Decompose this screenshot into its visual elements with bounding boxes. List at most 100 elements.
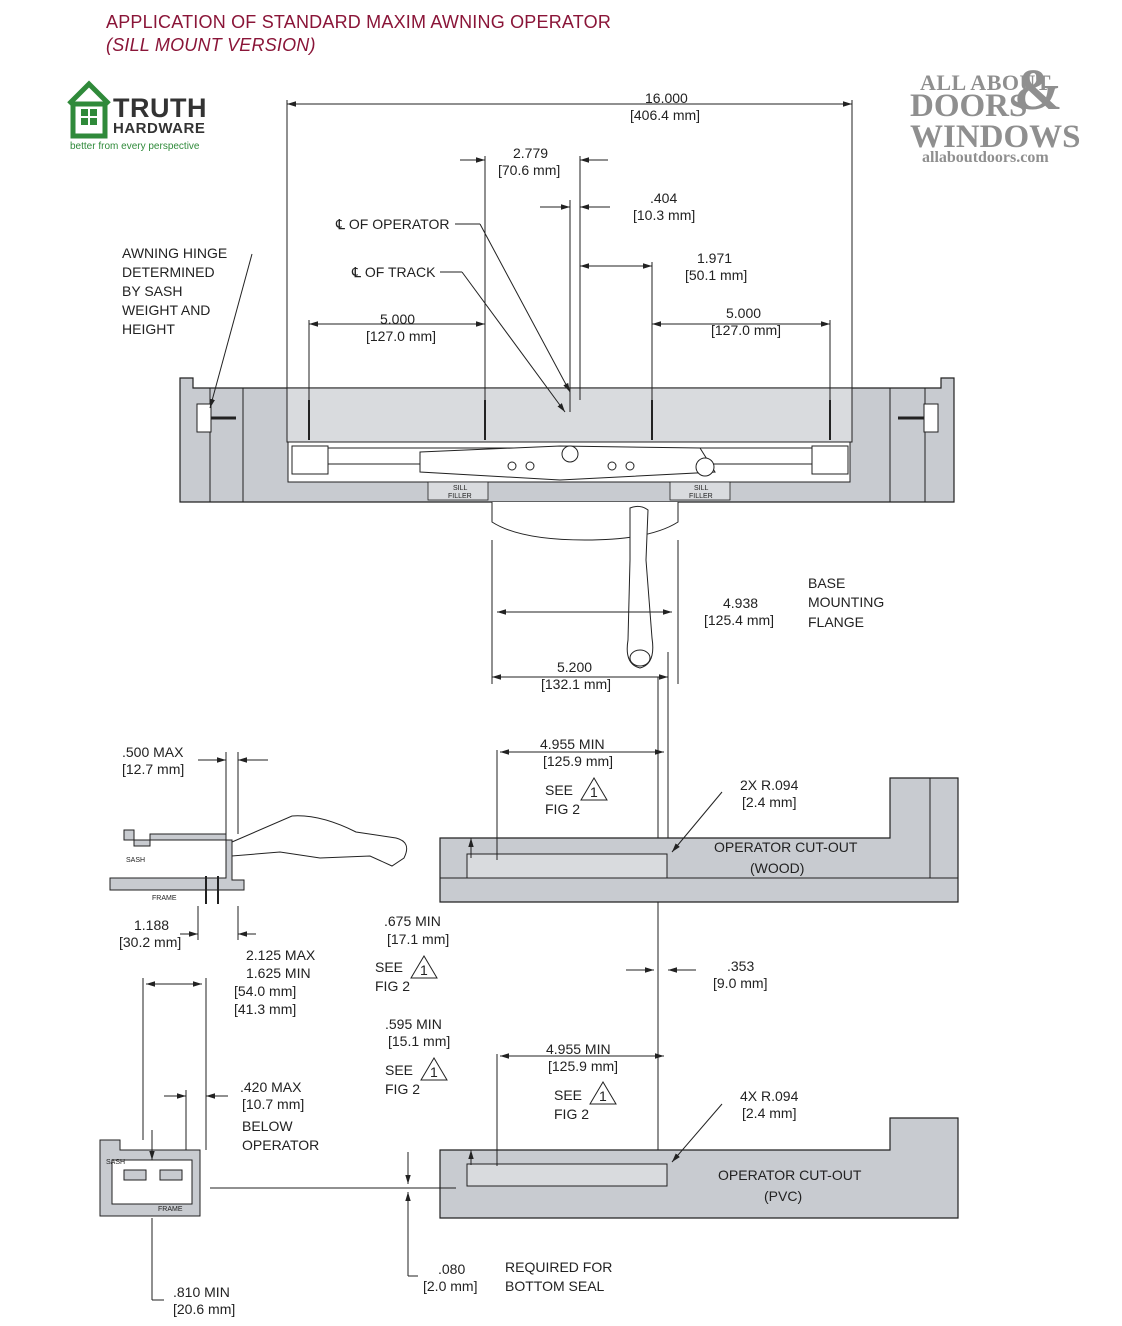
- see-fig2-c-see: SEE: [385, 1062, 413, 1078]
- note-number-c: 1: [430, 1064, 438, 1080]
- sash-label-handle: SASH: [126, 857, 145, 864]
- see-fig2-b-fig: FIG 2: [375, 978, 410, 994]
- see-fig2-d-fig: FIG 2: [554, 1106, 589, 1122]
- logo-word-hardware: HARDWARE: [113, 120, 206, 137]
- dim-2779-mm: [70.6 mm]: [498, 162, 560, 178]
- note-triangle-icon: [580, 777, 608, 801]
- watermark-url: allaboutdoors.com: [922, 149, 1049, 166]
- note-number-d: 1: [599, 1088, 607, 1104]
- dim-4938-value: 4.938: [723, 595, 758, 611]
- dim-810-value: .810 MIN: [173, 1284, 230, 1300]
- bottom-seal-line2: BOTTOM SEAL: [505, 1278, 605, 1294]
- dim-1188-value: 1.188: [134, 917, 169, 933]
- watermark-line2: DOORS: [910, 88, 1028, 124]
- pvc-side-detail: SASH FRAME: [99, 1139, 201, 1217]
- logo-house-icon: [67, 80, 111, 139]
- see-fig2-d-see: SEE: [554, 1087, 582, 1103]
- dim-500-mm: [12.7 mm]: [122, 761, 184, 777]
- dim-080-value: .080: [438, 1261, 465, 1277]
- see-fig2-a-fig: FIG 2: [545, 801, 580, 817]
- dim-4955b-mm: [125.9 mm]: [548, 1058, 618, 1074]
- cutout-wood-line1: OPERATOR CUT-OUT: [714, 839, 858, 855]
- dim-675-mm: [17.1 mm]: [387, 931, 449, 947]
- logo-word-truth: TRUTH: [113, 93, 207, 123]
- base-flange-line3: FLANGE: [808, 614, 864, 630]
- dim-1625-mm: [41.3 mm]: [234, 1001, 296, 1017]
- sill-filler-label-left-2: FILLER: [448, 493, 472, 500]
- dim-1188-mm: [30.2 mm]: [119, 934, 181, 950]
- dim-1971-mm: [50.1 mm]: [685, 267, 747, 283]
- dim-810-mm: [20.6 mm]: [173, 1301, 235, 1317]
- cutout-wood-line2: (WOOD): [750, 860, 804, 876]
- cutout-pvc-line2: (PVC): [764, 1188, 802, 1204]
- dim-500-value: .500 MAX: [122, 744, 184, 760]
- dim-16000-mm: [406.4 mm]: [630, 107, 700, 123]
- frame-label-handle: FRAME: [152, 895, 177, 902]
- note-triangle-icon: [420, 1057, 448, 1081]
- dim-420-below: BELOW: [242, 1118, 293, 1134]
- watermark-line3: WINDOWS: [910, 119, 1081, 155]
- dim-4955a-mm: [125.9 mm]: [543, 753, 613, 769]
- note-number-b: 1: [420, 962, 428, 978]
- note-triangles: [410, 777, 617, 1105]
- dim-675-value: .675 MIN: [384, 913, 441, 929]
- note-number-a: 1: [590, 784, 598, 800]
- dim-420-value: .420 MAX: [240, 1079, 302, 1095]
- cutout-pvc-line1: OPERATOR CUT-OUT: [718, 1167, 862, 1183]
- awning-hinge-line1: AWNING HINGE: [122, 245, 227, 261]
- sill-filler-label-right: SILL: [694, 485, 709, 492]
- cutout-wood-section: [439, 777, 959, 903]
- dim-5000-right-mm: [127.0 mm]: [711, 322, 781, 338]
- dim-353-value: .353: [727, 958, 754, 974]
- dim-1625-min: 1.625 MIN: [246, 965, 311, 981]
- sill-filler-label-left: SILL: [453, 485, 468, 492]
- dimension-labels: 16.000 [406.4 mm] 2.779 [70.6 mm] .404 […: [119, 90, 884, 1317]
- dim-2779-value: 2.779: [513, 145, 548, 161]
- bottom-seal-line1: REQUIRED FOR: [505, 1259, 612, 1275]
- dim-404-mm: [10.3 mm]: [633, 207, 695, 223]
- dim-2125-max: 2.125 MAX: [246, 947, 316, 963]
- awning-hinge-line2: DETERMINED: [122, 264, 215, 280]
- base-flange-line2: MOUNTING: [808, 594, 884, 610]
- dim-420-mm: [10.7 mm]: [242, 1096, 304, 1112]
- note-triangle-icon: [589, 1081, 617, 1105]
- dim-595-mm: [15.1 mm]: [388, 1033, 450, 1049]
- dim-1971-value: 1.971: [697, 250, 732, 266]
- dim-4x-mm: [2.4 mm]: [742, 1105, 796, 1121]
- dim-4955b-value: 4.955 MIN: [546, 1041, 611, 1057]
- sill-filler-label-right-2: FILLER: [689, 493, 713, 500]
- dim-5200-mm: [132.1 mm]: [541, 676, 611, 692]
- base-flange-line1: BASE: [808, 575, 845, 591]
- logo-tagline: better from every perspective: [70, 141, 200, 152]
- drawing-title: APPLICATION OF STANDARD MAXIM AWNING OPE…: [106, 12, 612, 32]
- drawing-subtitle: (SILL MOUNT VERSION): [106, 35, 316, 55]
- dim-2125-mm: [54.0 mm]: [234, 983, 296, 999]
- note-triangle-icon: [410, 955, 438, 979]
- awning-hinge-line4: WEIGHT AND: [122, 302, 210, 318]
- dim-5000-left-value: 5.000: [380, 311, 415, 327]
- centerline-track-label: ℄ OF TRACK: [351, 264, 436, 280]
- watermark-line1: ALL ABOUT: [920, 70, 1052, 95]
- see-fig2-b-see: SEE: [375, 959, 403, 975]
- dim-2x-value: 2X R.094: [740, 777, 799, 793]
- watermark-ampersand: &: [1014, 57, 1063, 122]
- dim-5000-right-value: 5.000: [726, 305, 761, 321]
- dim-5200-value: 5.200: [557, 659, 592, 675]
- centerline-operator-label: ℄ OF OPERATOR: [335, 216, 449, 232]
- dim-080-mm: [2.0 mm]: [423, 1278, 477, 1294]
- dim-353-mm: [9.0 mm]: [713, 975, 767, 991]
- sash-label-pvc: SASH: [106, 1159, 125, 1166]
- dim-595-value: .595 MIN: [385, 1016, 442, 1032]
- sill-section: SILL FILLER SILL FILLER: [179, 377, 955, 669]
- handle-side-detail: SASH FRAME: [109, 815, 408, 904]
- dim-2x-mm: [2.4 mm]: [742, 794, 796, 810]
- cutout-pvc-section: [439, 1117, 959, 1219]
- dim-5000-left-mm: [127.0 mm]: [366, 328, 436, 344]
- dim-4938-mm: [125.4 mm]: [704, 612, 774, 628]
- awning-hinge-line3: BY SASH: [122, 283, 182, 299]
- dim-404-value: .404: [650, 190, 677, 206]
- dim-16000-value: 16.000: [645, 90, 688, 106]
- dim-4955a-value: 4.955 MIN: [540, 736, 605, 752]
